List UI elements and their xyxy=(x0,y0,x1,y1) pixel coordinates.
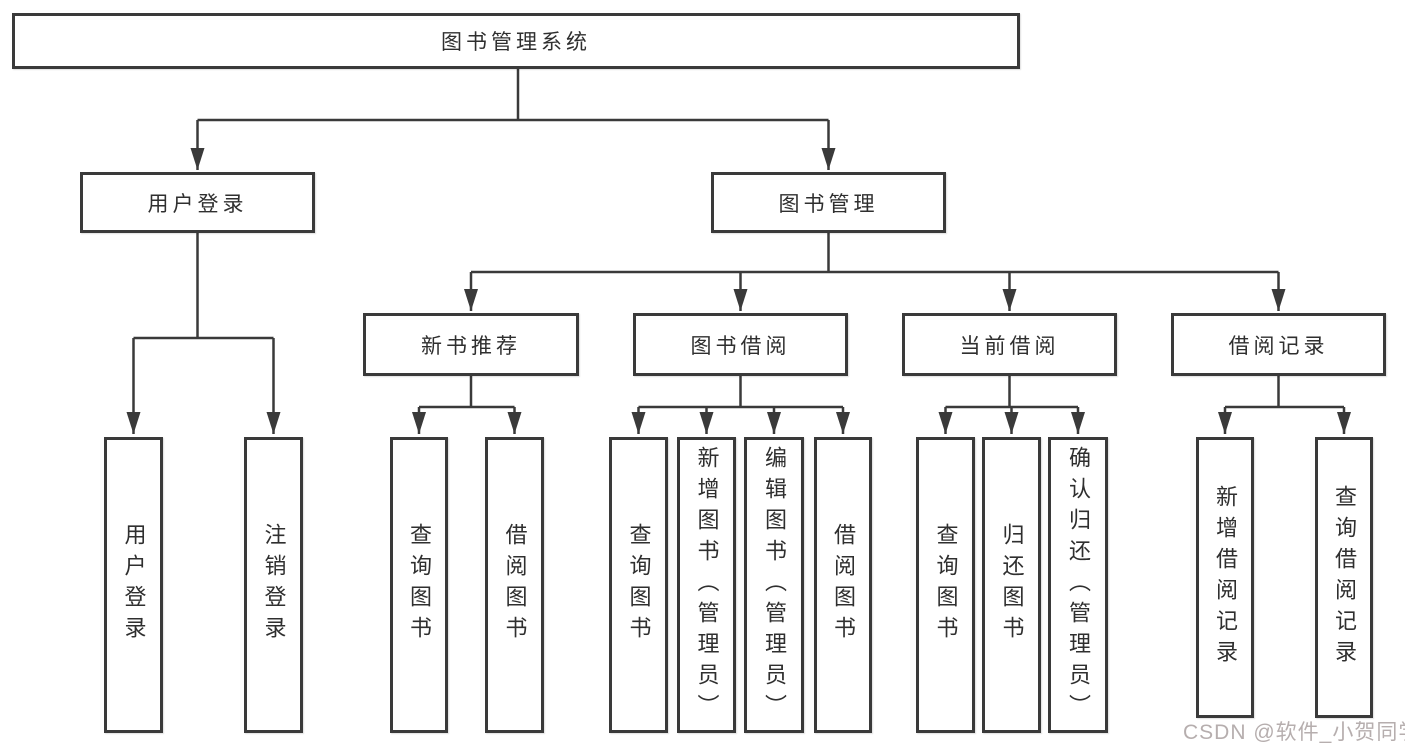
node-label: 查询图书 xyxy=(933,523,959,647)
node-new-book-recommendation: 新书推荐 xyxy=(363,313,579,376)
csdn-watermark: CSDN @软件_小贺同学 xyxy=(1183,721,1405,744)
node-label: 确认归还（管理员） xyxy=(1066,445,1091,725)
leaf-borrow-books-borrowing: 借阅图书 xyxy=(814,437,872,733)
node-current-borrowing: 当前借阅 xyxy=(902,313,1117,376)
leaf-add-book-admin: 新增图书（管理员） xyxy=(677,437,736,733)
node-label: 用户登录 xyxy=(147,192,248,216)
leaf-logout: 注销登录 xyxy=(244,437,303,733)
node-label: 新书推荐 xyxy=(421,334,521,358)
node-label: 编辑图书（管理员） xyxy=(762,445,787,725)
node-label: 图书管理 xyxy=(778,192,879,216)
leaf-user-login: 用户登录 xyxy=(104,437,163,733)
node-book-borrowing: 图书借阅 xyxy=(633,313,848,376)
node-label: 新增图书（管理员） xyxy=(694,445,720,725)
node-label: 查询图书 xyxy=(407,523,432,647)
leaf-query-books-borrowing: 查询图书 xyxy=(609,437,668,733)
node-label: 归还图书 xyxy=(999,523,1025,647)
leaf-add-borrow-record: 新增借阅记录 xyxy=(1196,437,1254,718)
leaf-query-books-current: 查询图书 xyxy=(916,437,975,733)
leaf-query-books-recommend: 查询图书 xyxy=(390,437,448,733)
leaf-query-borrow-record: 查询借阅记录 xyxy=(1315,437,1373,718)
node-label: 用户登录 xyxy=(121,523,147,647)
node-label: 查询借阅记录 xyxy=(1332,484,1357,671)
node-label: 借阅图书 xyxy=(502,523,528,647)
node-root-system: 图书管理系统 xyxy=(12,13,1020,69)
node-label: 图书管理系统 xyxy=(441,31,591,54)
leaf-confirm-return-admin: 确认归还（管理员） xyxy=(1048,437,1108,733)
node-book-management: 图书管理 xyxy=(711,172,946,233)
leaf-edit-book-admin: 编辑图书（管理员） xyxy=(744,437,804,733)
leaf-return-books: 归还图书 xyxy=(982,437,1041,733)
node-label: 当前借阅 xyxy=(959,334,1060,358)
node-label: 借阅记录 xyxy=(1228,334,1329,358)
connector-arrows xyxy=(126,120,1351,434)
leaf-borrow-books-recommend: 借阅图书 xyxy=(485,437,544,733)
connector-trunks xyxy=(133,67,1344,409)
node-label: 注销登录 xyxy=(261,523,287,647)
node-label: 新增借阅记录 xyxy=(1213,484,1238,671)
node-label: 借阅图书 xyxy=(831,523,856,647)
node-label: 图书借阅 xyxy=(690,334,791,358)
node-borrowing-records: 借阅记录 xyxy=(1171,313,1386,376)
node-label: 查询图书 xyxy=(626,523,652,647)
node-user-login: 用户登录 xyxy=(80,172,315,233)
